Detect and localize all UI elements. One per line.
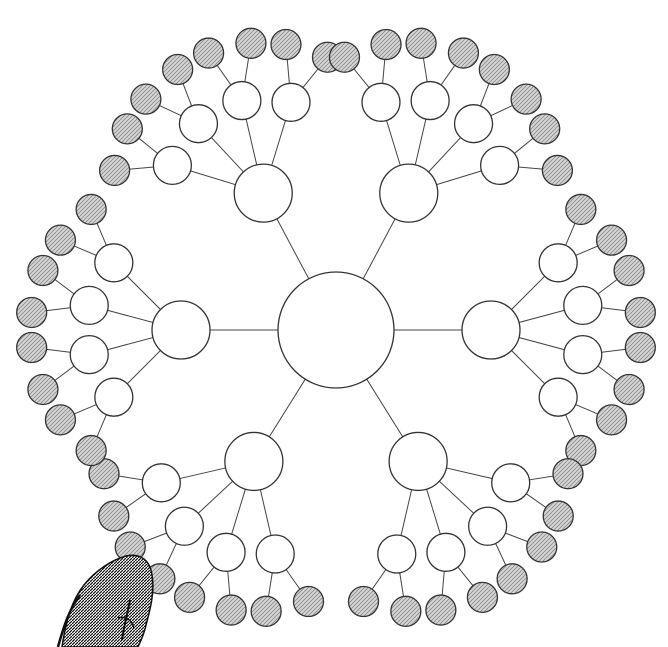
child-node	[467, 506, 508, 546]
leaf-node	[162, 53, 194, 86]
child-node	[69, 334, 109, 375]
leaf-node	[44, 404, 77, 436]
leaf-node	[595, 404, 628, 436]
branch-node	[388, 431, 448, 492]
child-node	[453, 104, 494, 144]
leaf-node	[526, 531, 558, 563]
leaf-node	[405, 27, 437, 59]
leaf-node	[552, 458, 584, 490]
child-node	[69, 285, 109, 326]
child-node	[479, 145, 520, 186]
child-node	[563, 285, 603, 326]
leaf-node	[250, 595, 282, 627]
leaf-node	[478, 53, 510, 86]
leaf-node	[192, 37, 225, 69]
child-node	[563, 334, 603, 375]
leaf-node	[425, 594, 457, 626]
child-node	[410, 80, 450, 121]
child-node	[255, 534, 295, 574]
edge-root-branch	[362, 218, 396, 280]
child-node	[222, 80, 262, 121]
root-node	[277, 271, 395, 389]
leaf-node	[292, 585, 325, 618]
child-node	[178, 104, 219, 144]
leaf-node	[75, 193, 107, 226]
child-node	[94, 377, 134, 417]
leaf-node	[624, 331, 656, 364]
leaf-node	[98, 154, 131, 187]
leaf-node	[16, 331, 48, 364]
child-node	[164, 506, 205, 546]
child-node	[94, 243, 134, 283]
edge-root-branch	[366, 378, 404, 438]
leaf-node	[565, 193, 597, 226]
edge-root-branch	[276, 218, 310, 280]
leaf-node	[624, 296, 656, 329]
child-node	[538, 243, 578, 283]
child-node	[361, 82, 401, 122]
leaf-node	[130, 83, 162, 115]
leaf-node	[44, 224, 77, 256]
leaf-node	[235, 27, 267, 59]
leaf-node	[270, 28, 302, 61]
leaf-node	[541, 154, 574, 187]
leaf-node	[27, 254, 59, 287]
edge-root-branch	[268, 378, 306, 438]
leaf-node	[347, 585, 380, 618]
leaf-node	[529, 113, 561, 145]
branch-node	[461, 300, 521, 360]
leaf-node	[390, 595, 422, 627]
leaf-node	[613, 373, 645, 406]
leaf-node	[370, 28, 402, 61]
branch-node	[379, 163, 439, 223]
child-node	[206, 532, 246, 572]
leaf-node	[75, 434, 107, 467]
leaf-node	[613, 254, 645, 287]
leaf-node	[510, 83, 542, 115]
child-node	[491, 463, 531, 503]
child-node	[141, 463, 181, 503]
leaf-node	[542, 500, 574, 532]
leaf-node	[215, 594, 247, 626]
leaf-node	[466, 581, 499, 614]
leaf-node	[496, 563, 528, 595]
sketch-figure	[56, 554, 154, 647]
child-node	[426, 532, 466, 572]
child-node	[152, 145, 193, 186]
child-node	[538, 377, 578, 417]
leaf-node	[173, 581, 206, 614]
leaf-node	[111, 113, 143, 145]
leaf-node	[595, 224, 628, 256]
leaf-node	[27, 373, 59, 406]
leaf-node	[447, 37, 480, 69]
tree-nodes	[16, 27, 656, 627]
leaf-node	[16, 296, 48, 329]
leaf-node	[328, 41, 361, 73]
child-node	[271, 82, 311, 122]
branch-node	[224, 431, 284, 492]
branch-node	[151, 300, 211, 360]
child-node	[377, 534, 417, 574]
branch-node	[233, 163, 293, 223]
leaf-node	[98, 500, 130, 532]
